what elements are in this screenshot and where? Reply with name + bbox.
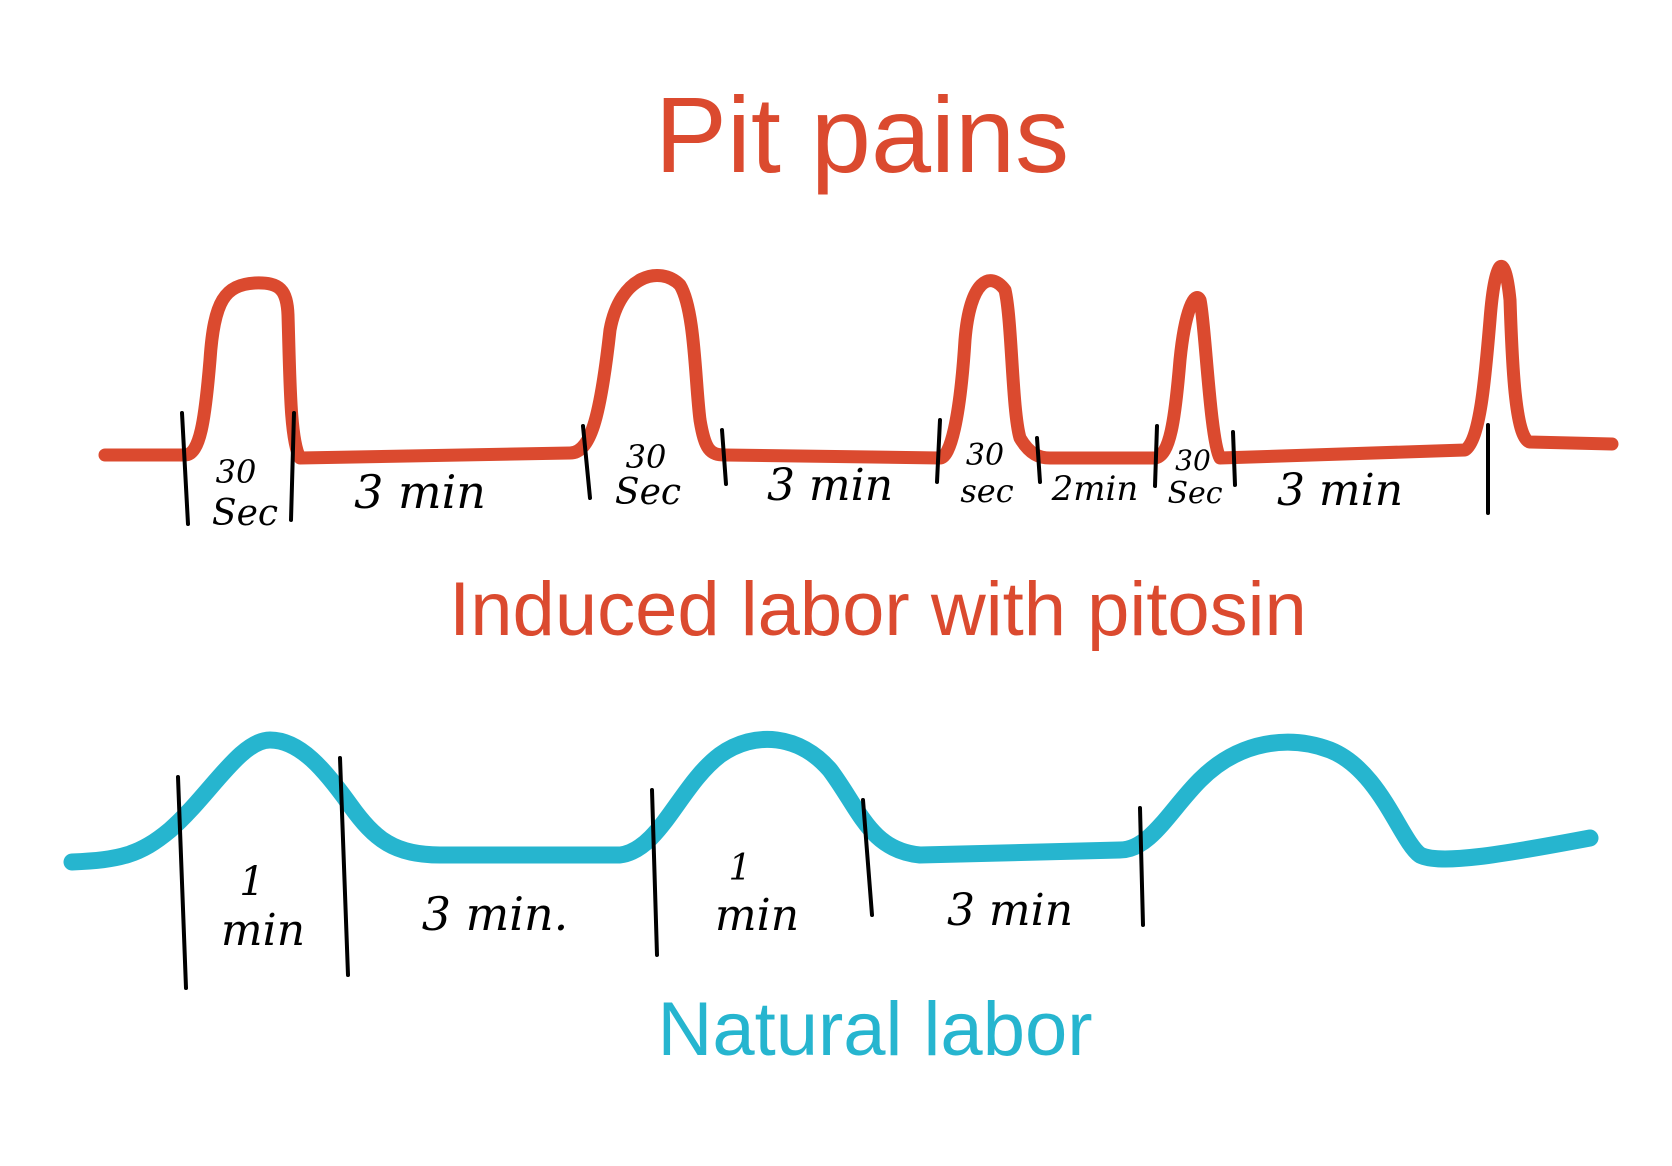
natural-label: 1	[239, 859, 264, 905]
natural-label: 3 min.	[422, 887, 568, 941]
induced-label: Sec	[1167, 476, 1222, 511]
induced-label: Sec	[615, 472, 681, 513]
induced-tick	[180, 411, 190, 526]
natural-label: 3 min	[947, 885, 1073, 936]
natural-divider-ticks	[176, 756, 1145, 990]
natural-interval-labels: 1 min 3 min. 1 min 3 min	[221, 848, 1073, 956]
natural-labor-caption: Natural labor	[657, 987, 1092, 1072]
induced-label: 3 min	[354, 465, 486, 519]
induced-label: 30	[966, 438, 1004, 473]
induced-tick	[289, 411, 296, 522]
induced-label: 30	[1175, 444, 1211, 477]
natural-tick	[650, 788, 659, 957]
natural-label: min	[715, 890, 799, 941]
induced-tick	[1231, 430, 1237, 487]
induced-label: 2min	[1051, 469, 1139, 509]
induced-interval-labels: 30 Sec 3 min 30 Sec 3 min 30 sec 2min 30…	[212, 438, 1403, 534]
induced-tick	[581, 424, 592, 500]
natural-tick	[861, 798, 874, 917]
induced-label: 30	[216, 453, 257, 491]
natural-label: min	[221, 905, 305, 956]
induced-label: 30	[626, 438, 667, 476]
induced-divider-ticks	[180, 411, 1490, 526]
induced-labor-caption: Induced labor with pitosin	[449, 567, 1307, 652]
induced-label: 3 min	[1277, 465, 1403, 516]
title: Pit pains	[655, 74, 1069, 195]
induced-tick	[1153, 424, 1159, 488]
natural-tick	[1138, 806, 1145, 927]
induced-tick	[720, 428, 728, 486]
natural-labor-waveform	[63, 730, 1599, 871]
induced-labor-waveform	[98, 260, 1619, 465]
induced-label: Sec	[212, 493, 278, 534]
induced-label: 3 min	[767, 460, 893, 511]
induced-tick	[935, 418, 942, 484]
natural-tick	[176, 775, 188, 990]
natural-label: 1	[729, 848, 752, 889]
natural-tick	[338, 756, 350, 977]
induced-label: sec	[960, 472, 1013, 510]
induced-tick	[1035, 436, 1042, 484]
